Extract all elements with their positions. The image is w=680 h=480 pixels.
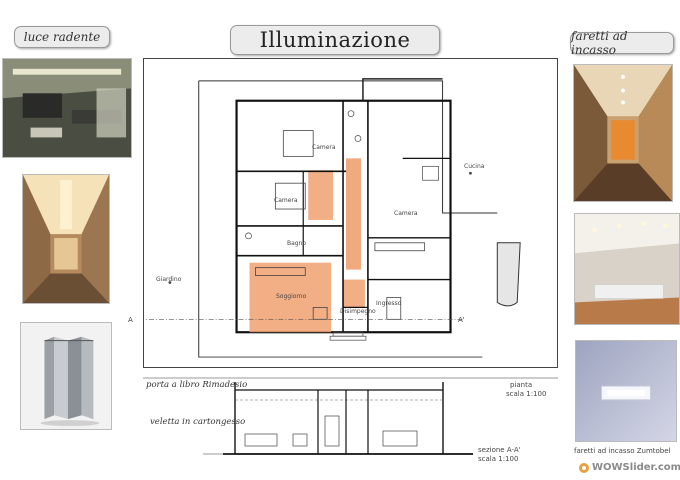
section-drawing bbox=[143, 376, 558, 464]
room-camera-1: Camera bbox=[312, 144, 336, 151]
label-luce-radente: luce radente bbox=[14, 26, 110, 48]
room-giardino: Giardino bbox=[156, 276, 182, 283]
caption-faretti-zumtobel: faretti ad incasso Zumtobel bbox=[574, 447, 671, 455]
section-scale: scala 1:100 bbox=[478, 455, 519, 463]
photo-corridor-cove bbox=[22, 174, 110, 304]
annotation-veletta: veletta in cartongesso bbox=[150, 417, 246, 427]
room-soggiorno: Soggiorno bbox=[276, 293, 307, 300]
room-bagno: Bagno bbox=[287, 240, 307, 247]
photo-zumtobel-fixture bbox=[575, 340, 677, 442]
label-faretti-ad-incasso: faretti ad incasso bbox=[570, 29, 674, 57]
room-disimpegno: Disimpegno bbox=[340, 308, 376, 315]
room-ingresso: Ingresso bbox=[376, 300, 402, 307]
wowslider-icon bbox=[579, 463, 589, 473]
watermark-text: WOWSlider.com bbox=[592, 462, 680, 473]
annotation-porta-rimadesio: porta a libro Rimadesio bbox=[146, 380, 248, 390]
plan-view-label: pianta bbox=[510, 381, 533, 389]
room-cucina: Cucina bbox=[464, 163, 485, 170]
room-camera-3: Camera bbox=[394, 210, 418, 217]
cut-label-a-prime: A' bbox=[458, 316, 465, 324]
section-label: sezione A-A' bbox=[478, 446, 521, 454]
photo-living-spotlights bbox=[574, 213, 680, 325]
photo-hallway-spotlights bbox=[573, 64, 673, 202]
plan-view-scale: scala 1:100 bbox=[506, 390, 547, 398]
photo-folding-door bbox=[20, 322, 112, 430]
floor-plan bbox=[143, 58, 558, 368]
room-camera-2: Camera bbox=[274, 197, 298, 204]
photo-living-room bbox=[2, 58, 132, 158]
cut-label-a: A bbox=[128, 316, 133, 324]
page-title: Illuminazione bbox=[230, 25, 440, 55]
